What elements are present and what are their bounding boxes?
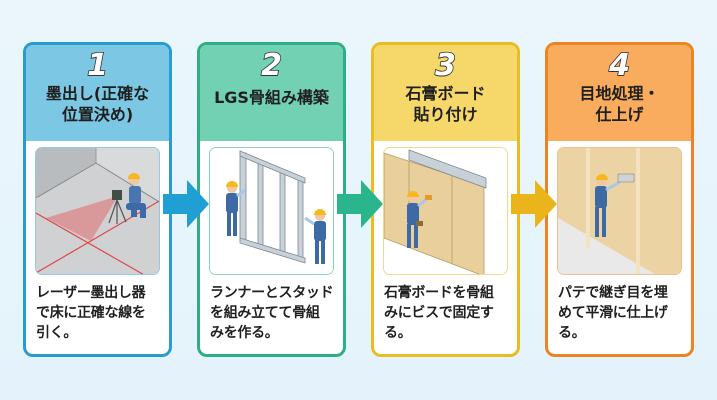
flow-arrow-2-3 <box>337 180 383 228</box>
worker-icon <box>595 173 635 237</box>
step-title-line: 貼り付け <box>413 105 478 124</box>
flow-arrow-1-2 <box>163 180 209 228</box>
step-header: 1 墨出し(正確な 位置決め) <box>26 45 169 141</box>
worker-icon <box>126 173 146 218</box>
step-card-2: 2 LGS骨組み構築 <box>197 42 346 357</box>
description-line: る。 <box>384 325 412 341</box>
step-title-line: 仕上げ <box>595 105 644 124</box>
description-line: みにビスで固定す <box>384 305 494 321</box>
step-description: ランナーとスタッド を組み立てて骨組 みを作る。 <box>210 283 342 343</box>
step-description: レーザー墨出し器 で床に正確な線を 引く。 <box>36 283 168 343</box>
description-line: で床に正確な線を <box>36 305 146 321</box>
step-title-line: 石膏ボード <box>405 84 486 103</box>
worker-icon <box>407 191 432 248</box>
step-number: 3 <box>434 48 456 84</box>
tripod-icon <box>108 190 127 224</box>
step-title-line: 墨出し(正確な <box>45 84 150 103</box>
step-title-line: 位置決め) <box>61 105 134 124</box>
description-line: 引く。 <box>36 325 78 341</box>
step-title-line: LGS骨組み構築 <box>214 88 329 107</box>
step-number: 1 <box>86 48 108 84</box>
arrow-right-icon <box>337 180 383 228</box>
worker-icon <box>226 181 246 236</box>
description-line: 石膏ボードを骨組 <box>384 285 494 301</box>
step-number: 4 <box>608 48 630 84</box>
step-title-line: 目地処理・ <box>579 84 660 103</box>
arrow-right-icon <box>511 180 557 228</box>
step-description: 石膏ボードを骨組 みにビスで固定す る。 <box>384 283 516 343</box>
step-card-3: 3 石膏ボード 貼り付け 石膏ボードを骨組 みにビスで固定す る。 <box>371 42 520 357</box>
description-line: レーザー墨出し器 <box>36 285 146 301</box>
step-header: 3 石膏ボード 貼り付け <box>374 45 517 141</box>
steel-frame-icon <box>239 150 306 264</box>
gypsum-board-illustration <box>383 147 508 275</box>
arrow-right-icon <box>163 180 209 228</box>
step-header: 4 目地処理・ 仕上げ <box>548 45 691 141</box>
drill-icon <box>425 195 432 200</box>
step-card-4: 4 目地処理・ 仕上げ パテで継ぎ目を埋 めて平滑に仕上げ る。 <box>545 42 694 357</box>
step-number: 2 <box>260 48 282 84</box>
description-line: みを作る。 <box>210 325 279 341</box>
description-line: を組み立てて骨組 <box>210 305 320 321</box>
worker-icon <box>304 209 326 264</box>
description-line: めて平滑に仕上げ <box>558 305 668 321</box>
putty-finishing-illustration <box>557 147 682 275</box>
description-line: パテで継ぎ目を埋 <box>558 285 668 301</box>
description-line: る。 <box>558 325 586 341</box>
flow-arrow-3-4 <box>511 180 557 228</box>
step-description: パテで継ぎ目を埋 めて平滑に仕上げ る。 <box>558 283 690 343</box>
laser-level-illustration <box>35 147 160 275</box>
putty-knife-icon <box>617 173 635 183</box>
steel-frame-illustration <box>209 147 334 275</box>
step-header: 2 LGS骨組み構築 <box>200 45 343 141</box>
description-line: ランナーとスタッド <box>210 285 334 301</box>
step-card-1: 1 墨出し(正確な 位置決め) <box>23 42 172 357</box>
